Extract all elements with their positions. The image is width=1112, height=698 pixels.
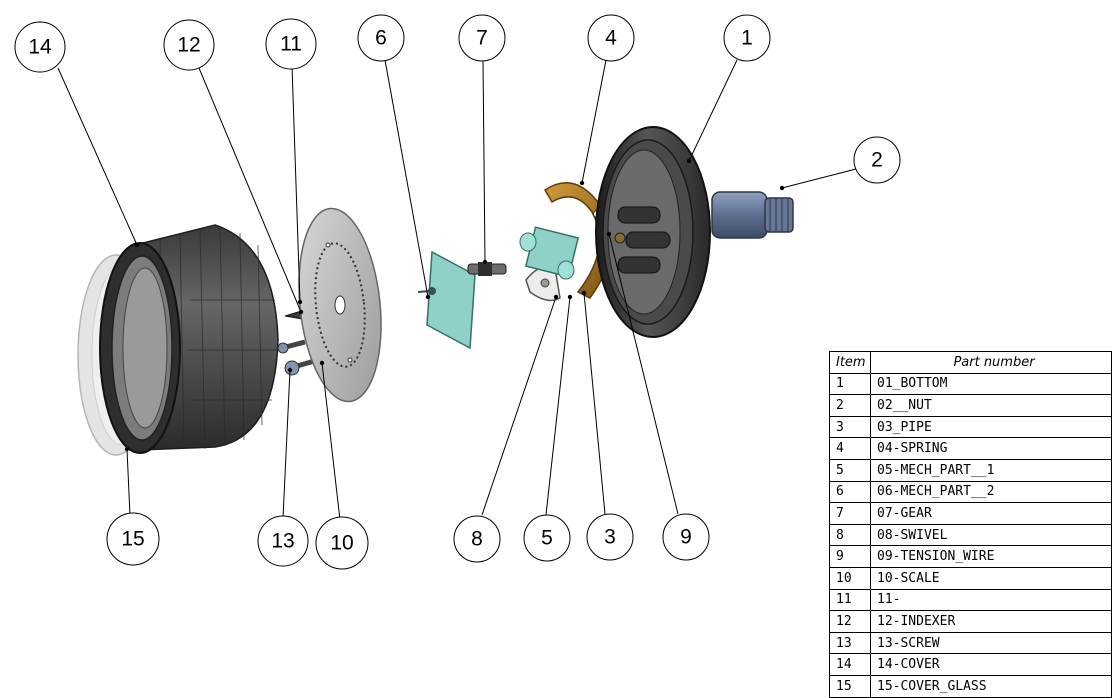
part-number-cell: 04-SPRING [870, 437, 1112, 460]
svg-text:2: 2 [871, 149, 883, 172]
part-number-cell: 01_BOTTOM [870, 372, 1112, 396]
part-number-cell: 11- [870, 588, 1112, 612]
svg-text:4: 4 [605, 27, 617, 50]
item-cell: 11 [829, 588, 871, 612]
part-number-cell: 13-SCREW [870, 631, 1112, 655]
svg-text:15: 15 [121, 528, 144, 551]
item-cell: 4 [829, 437, 871, 460]
item-cell: 6 [829, 480, 871, 504]
callout-5: 5 [523, 514, 571, 562]
callout-4: 4 [587, 14, 635, 62]
item-cell: 2 [829, 394, 871, 417]
item-cell: 15 [829, 674, 871, 698]
mech-part-2 [417, 250, 476, 350]
scale-disc-part [298, 207, 382, 403]
nut-part [711, 191, 794, 239]
parts-list-header-row: Item Part number [829, 351, 1112, 374]
callout-2: 2 [853, 136, 901, 184]
svg-text:14: 14 [28, 36, 52, 59]
item-cell: 9 [829, 545, 871, 568]
svg-text:8: 8 [471, 528, 483, 551]
item-cell: 13 [829, 631, 871, 655]
svg-text:12: 12 [177, 34, 200, 57]
callout-15: 15 [106, 512, 160, 566]
swivel-part [525, 265, 561, 302]
item-cell: 5 [829, 458, 871, 482]
part-number-cell: 08-SWIVEL [870, 523, 1112, 547]
part-number-cell: 10-SCALE [870, 566, 1112, 590]
svg-text:5: 5 [541, 527, 553, 550]
header-part-number: Part number [870, 351, 1112, 374]
item-cell: 1 [829, 372, 871, 396]
item-cell: 7 [829, 502, 871, 525]
leader-dots [124, 158, 785, 452]
header-item: Item [829, 351, 871, 374]
callout-1: 1 [723, 14, 771, 62]
callout-12: 12 [163, 19, 215, 71]
callout-6: 6 [357, 14, 405, 62]
part-number-cell: 05-MECH_PART__1 [870, 458, 1112, 482]
part-number-cell: 15-COVER_GLASS [870, 674, 1112, 698]
callout-8: 8 [453, 515, 501, 563]
svg-text:10: 10 [330, 532, 353, 555]
svg-text:11: 11 [280, 33, 302, 56]
callout-11: 11 [265, 18, 317, 70]
item-cell: 8 [829, 523, 871, 547]
part-number-cell: 03_PIPE [870, 415, 1112, 439]
mech-part-1 [519, 226, 580, 280]
part-number-cell: 12-INDEXER [870, 610, 1112, 633]
screw-part [277, 339, 319, 376]
item-cell: 14 [829, 653, 871, 676]
svg-text:3: 3 [604, 526, 616, 549]
leader-lines [57, 59, 857, 521]
part-number-cell: 07-GEAR [870, 502, 1112, 525]
item-cell: 12 [829, 610, 871, 633]
gear-part [467, 262, 507, 276]
part-number-cell: 14-COVER [870, 653, 1112, 676]
part-number-cell: 06-MECH_PART__2 [870, 480, 1112, 504]
callout-10: 10 [315, 516, 369, 570]
callout-9: 9 [662, 513, 710, 561]
part-number-cell: 09-TENSION_WIRE [870, 545, 1112, 568]
item-cell: 3 [829, 415, 871, 439]
svg-text:9: 9 [680, 526, 692, 549]
cover-part [99, 224, 279, 454]
svg-text:6: 6 [375, 27, 387, 50]
bottom-housing-part [595, 126, 711, 338]
item-cell: 10 [829, 566, 871, 590]
callout-13: 13 [257, 515, 309, 567]
svg-text:13: 13 [271, 530, 294, 553]
callout-3: 3 [586, 513, 634, 561]
callout-14: 14 [14, 21, 66, 73]
svg-text:1: 1 [741, 27, 753, 50]
svg-text:7: 7 [476, 27, 488, 50]
callout-7: 7 [458, 14, 506, 62]
part-number-cell: 02__NUT [870, 394, 1112, 417]
